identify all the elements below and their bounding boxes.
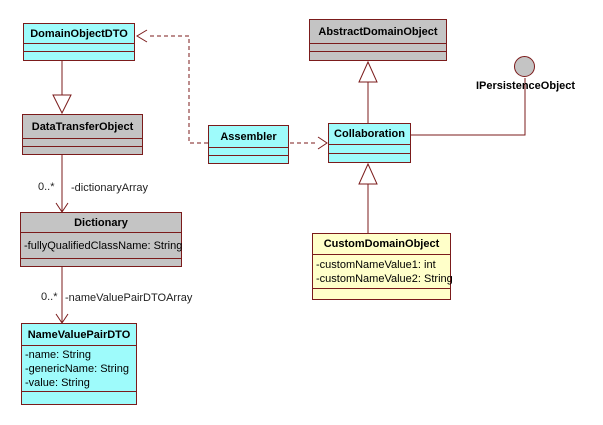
attributes-compartment [209, 147, 288, 155]
operations-compartment [24, 51, 134, 60]
operations-compartment [21, 258, 181, 266]
class-name: AbstractDomainObject [318, 25, 438, 38]
class-assembler: Assembler [208, 125, 289, 164]
class-name: CustomDomainObject [323, 238, 440, 250]
attributes-compartment [329, 144, 410, 153]
class-domainobjectdto: DomainObjectDTO [23, 23, 135, 61]
dependency-arrowhead-domainobjectdto [136, 29, 148, 43]
class-name: Assembler [220, 130, 277, 143]
operations-compartment [22, 391, 136, 404]
attributes-compartment [23, 138, 142, 146]
class-name: Dictionary [74, 216, 128, 229]
class-attribute: -customNameValue1: int [316, 258, 436, 271]
class-abstractdomainobject: AbstractDomainObject [309, 19, 447, 61]
class-collaboration: Collaboration [328, 123, 411, 163]
attributes-compartment: -customNameValue1: int -customNameValue2… [313, 254, 453, 288]
generalization-triangle-collaboration [358, 162, 378, 185]
attributes-compartment [24, 43, 134, 51]
role-label-namevaluepairdtoarray: -nameValuePairDTOArray [65, 292, 193, 304]
attributes-compartment: -fullyQualifiedClassName: String [21, 232, 183, 258]
operations-compartment [209, 155, 288, 163]
class-attribute: -customNameValue2: String [316, 272, 453, 285]
class-attribute: -name: String [25, 348, 92, 361]
realization-line-collaboration-ipersistenceobject [411, 78, 526, 136]
class-name: NameValuePairDTO [27, 328, 131, 341]
multiplicity-label: 0..* [41, 291, 58, 303]
dependency-arrowhead-collaboration [317, 136, 328, 150]
multiplicity-label: 0..* [38, 181, 55, 193]
operations-compartment [23, 146, 142, 154]
class-dictionary: Dictionary -fullyQualifiedClassName: Str… [20, 212, 182, 267]
attributes-compartment: -name: String -genericName: String -valu… [22, 345, 136, 391]
class-name: DomainObjectDTO [30, 27, 128, 40]
attributes-compartment [310, 43, 446, 51]
operations-compartment [313, 288, 450, 299]
class-name: DataTransferObject [31, 120, 134, 133]
class-name: Collaboration [334, 128, 405, 140]
role-label-dictionaryarray: -dictionaryArray [71, 182, 149, 194]
interface-lollipop-icon [514, 56, 535, 77]
class-namevaluepairdto: NameValuePairDTO -name: String -genericN… [21, 323, 137, 405]
operations-compartment [329, 153, 410, 162]
generalization-triangle-datatransferobject [52, 94, 72, 115]
generalization-triangle-abstractdomainobject [358, 60, 378, 83]
class-attribute: -genericName: String [25, 362, 129, 375]
dependency-line-assembler-domainobjectdto [147, 35, 208, 144]
class-customdomainobject: CustomDomainObject -customNameValue1: in… [312, 233, 453, 300]
operations-compartment [310, 51, 446, 60]
class-attribute: -fullyQualifiedClassName: String [24, 239, 183, 252]
class-attribute: -value: String [25, 376, 90, 389]
interface-name: IPersistenceObject [475, 80, 576, 92]
class-datatransferobject: DataTransferObject [22, 114, 143, 155]
